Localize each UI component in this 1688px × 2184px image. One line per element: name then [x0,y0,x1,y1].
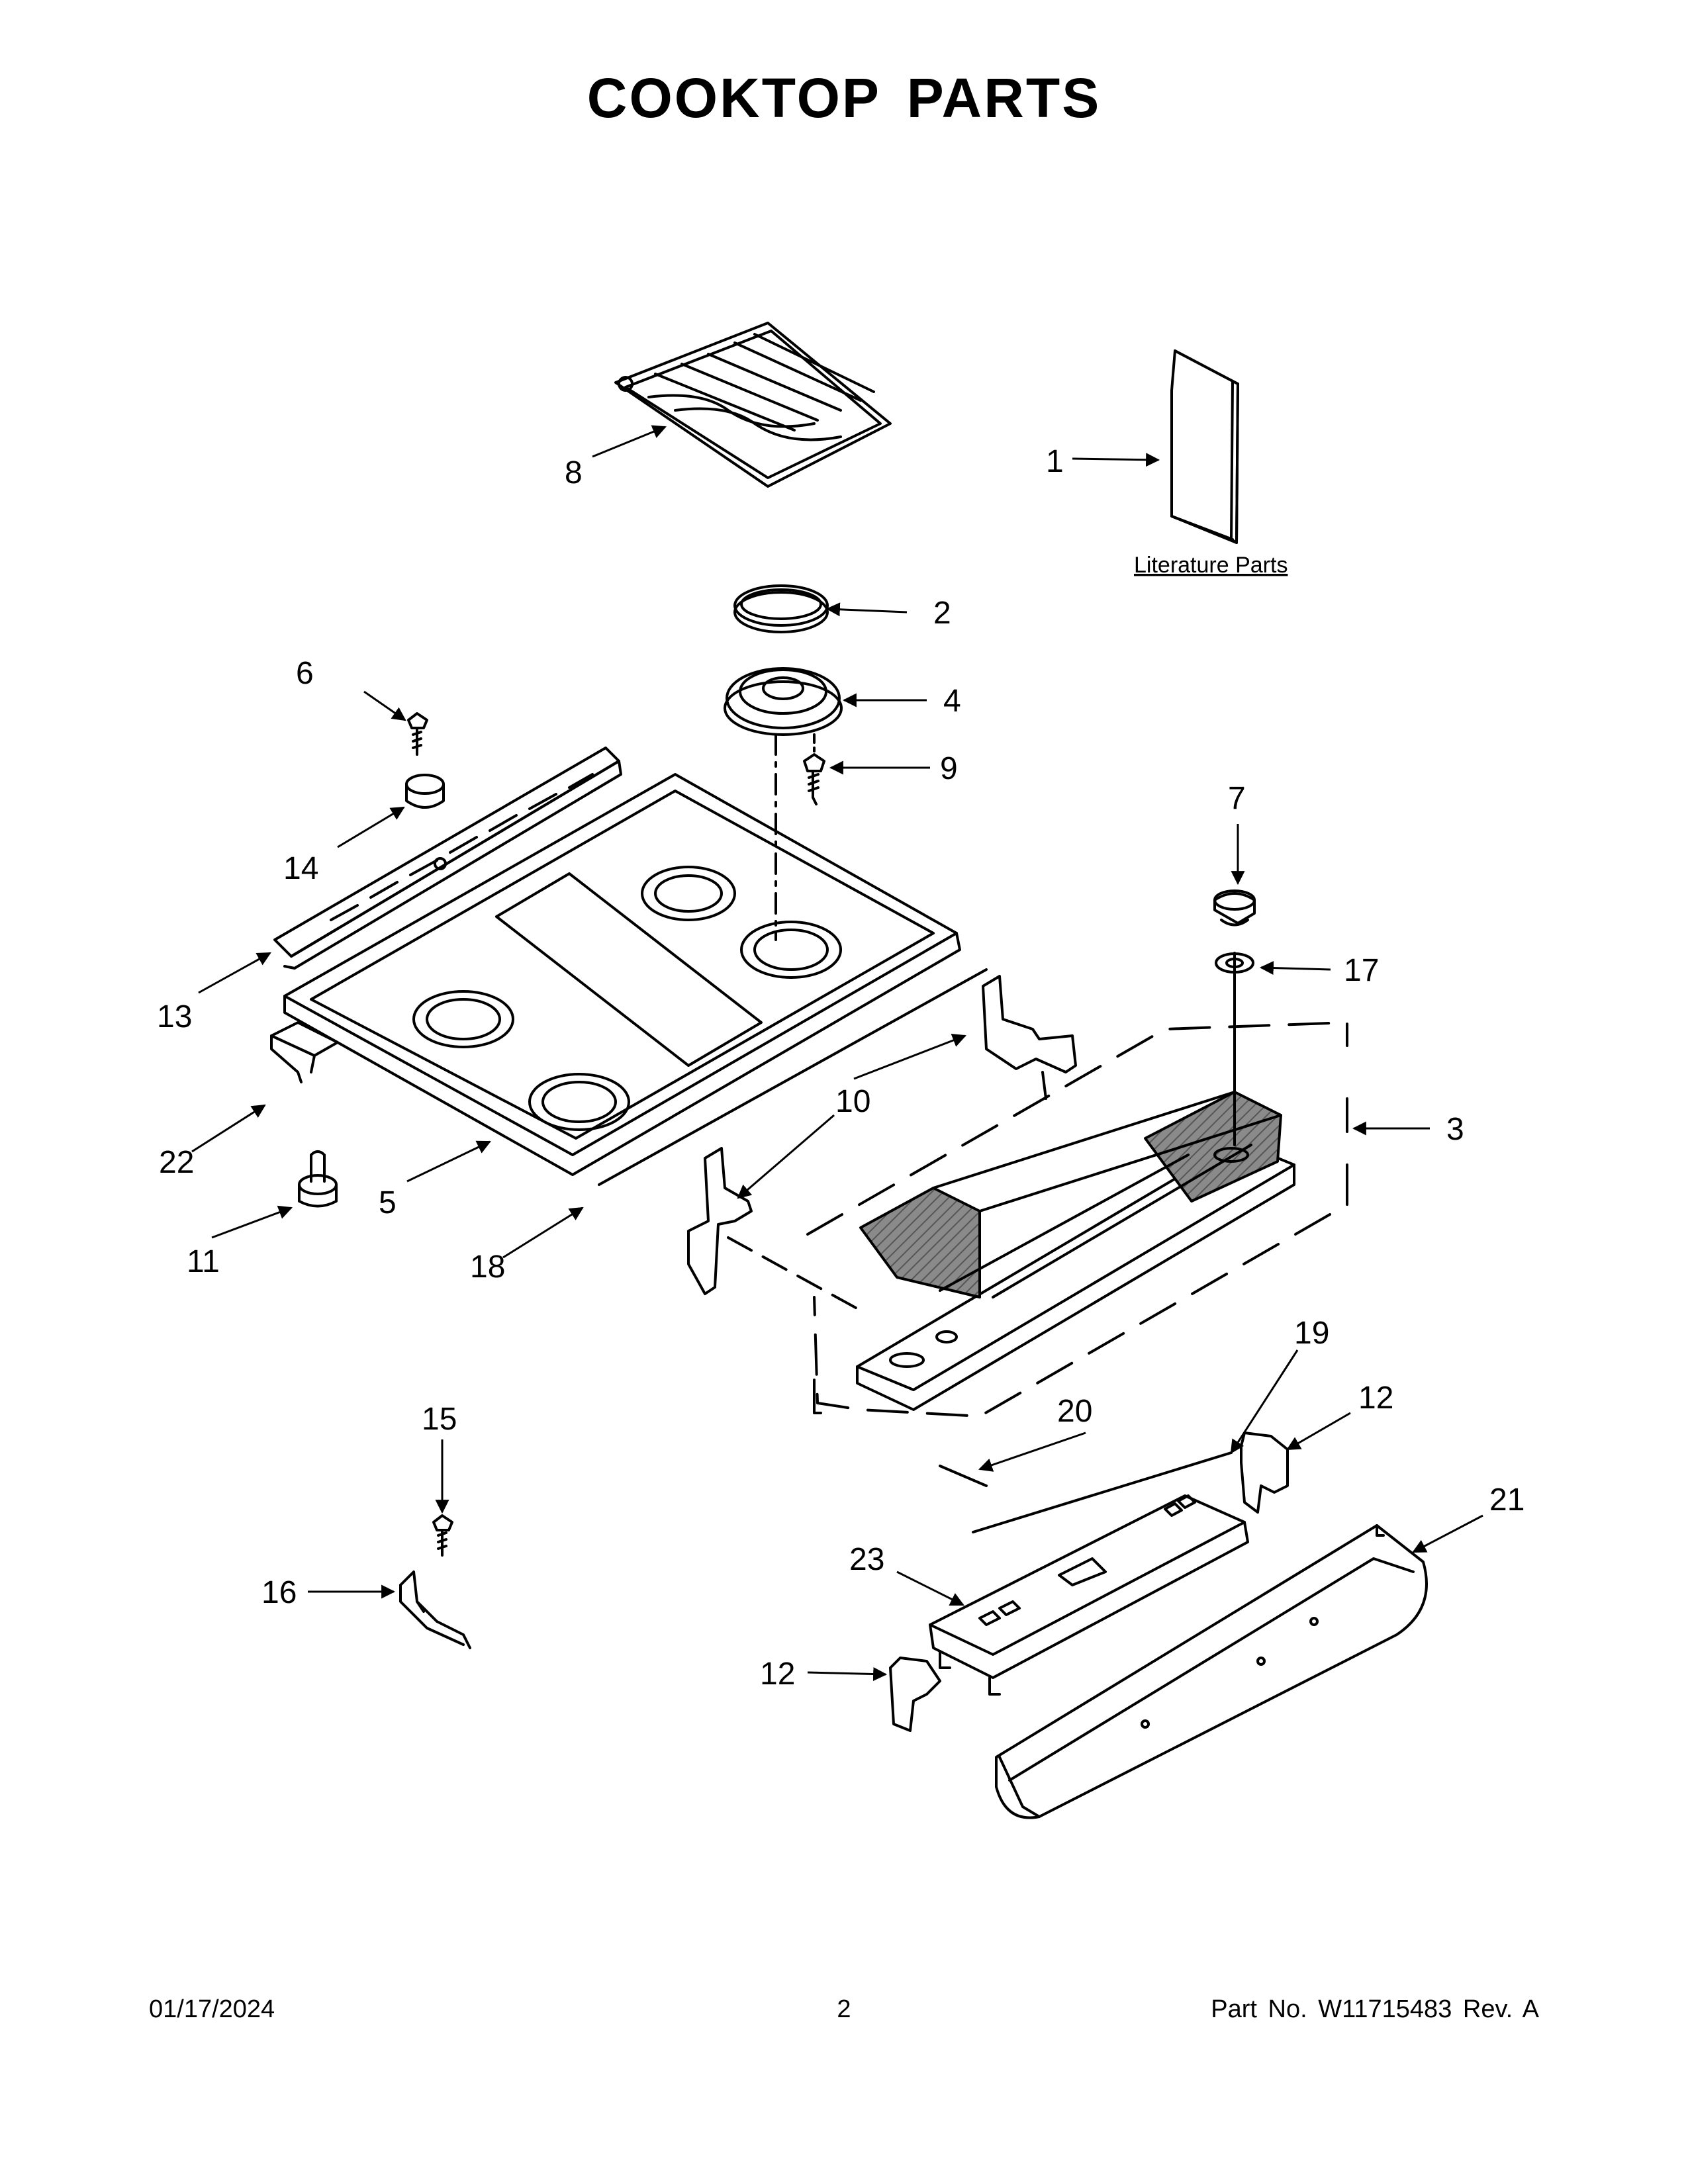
grate-part-8 [614,322,892,488]
bracket-part-12-right [1240,1432,1289,1514]
knob-part-7 [1213,889,1256,927]
screw-part-6 [407,712,428,756]
callout-12-right: 12 [1358,1381,1393,1416]
callout-19: 19 [1294,1316,1329,1351]
trim-part-21 [995,1524,1428,1819]
callout-10: 10 [835,1084,870,1119]
callout-16: 16 [261,1575,297,1610]
callout-21: 21 [1489,1482,1524,1518]
footer-page-number: 2 [837,1995,851,2023]
leveling-foot-part-11 [298,1150,338,1208]
callout-5: 5 [379,1185,397,1220]
wire-part-19 [972,1451,1233,1533]
screw-part-9 [803,753,825,805]
bracket-part-10-right [982,975,1077,1100]
cooktop-part-5 [283,773,961,1176]
callout-23: 23 [849,1542,884,1577]
callout-18: 18 [470,1250,505,1285]
literature-parts-link[interactable]: Literature Parts [1134,553,1288,578]
callout-3: 3 [1446,1112,1464,1147]
callout-17: 17 [1344,953,1379,988]
literature-booklet-part-1 [1170,349,1239,544]
callout-12-left: 12 [760,1657,795,1692]
callout-8: 8 [565,455,583,490]
bracket-part-22 [270,1021,339,1083]
callout-9: 9 [940,751,958,786]
callout-11: 11 [187,1244,220,1279]
wire-part-20 [939,1465,988,1487]
control-panel-part-3 [856,1091,1295,1411]
bracket-part-12-left [889,1657,941,1732]
spacer-part-14 [405,774,445,809]
callout-13: 13 [157,999,192,1034]
callout-2: 2 [933,596,951,631]
callout-7: 7 [1228,781,1246,816]
callout-1: 1 [1046,444,1064,479]
washer-part-17 [1215,952,1254,974]
bracket-part-16 [399,1570,471,1649]
control-board-part-23 [929,1494,1249,1696]
footer-part-number: Part No. W11715483 Rev. A [1211,1995,1539,2023]
callout-20: 20 [1057,1394,1092,1429]
burner-base-part-4 [724,667,843,736]
page-title: COOKTOP PARTS [586,67,1102,129]
screw-part-15 [432,1514,453,1557]
callout-15: 15 [422,1402,457,1437]
callout-4: 4 [943,684,961,719]
burner-cap-part-2 [733,584,829,633]
bracket-part-10-left [687,1147,753,1295]
callout-14: 14 [283,851,318,886]
trim-strip-part-13 [273,747,622,970]
callout-22: 22 [159,1145,194,1180]
callout-6: 6 [296,656,314,691]
footer-date: 01/17/2024 [149,1995,275,2023]
rod-part-18 [598,968,988,1186]
